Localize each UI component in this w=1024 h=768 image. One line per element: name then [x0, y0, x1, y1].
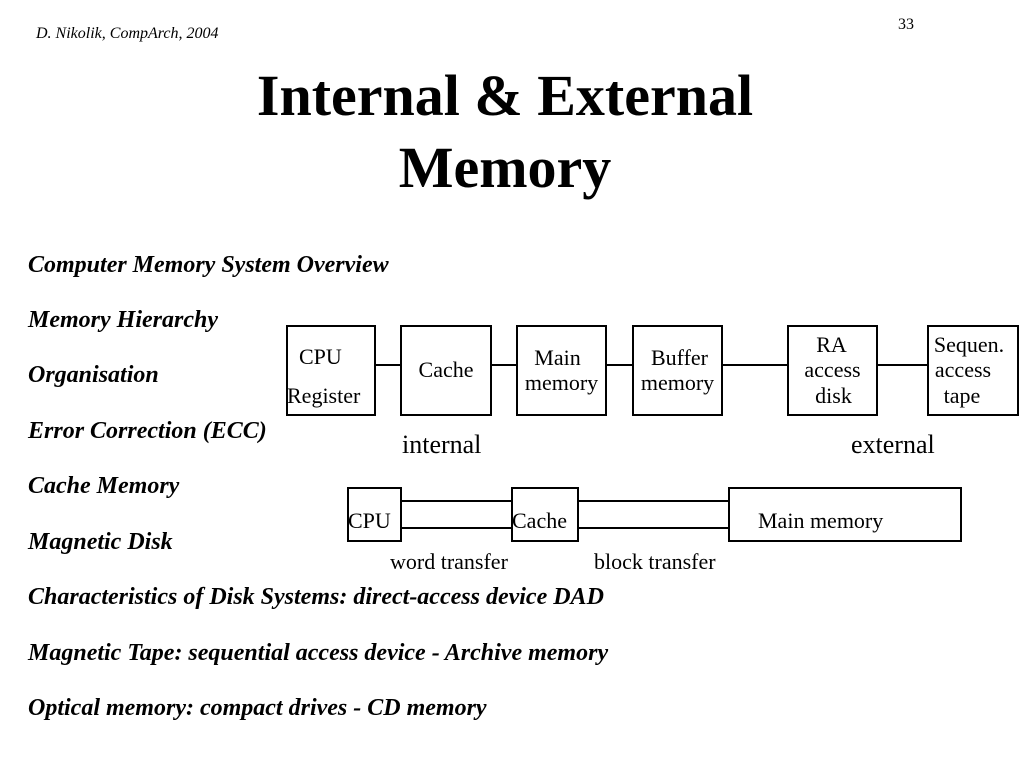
- main-label: Main: [534, 345, 581, 370]
- cache-box: [400, 325, 492, 416]
- author-credit: D. Nikolik, CompArch, 2004: [36, 25, 219, 42]
- sequen-label: Sequen.: [933, 332, 1005, 357]
- main-memory-box: [516, 325, 607, 416]
- main-memory-label: memory: [524, 370, 599, 395]
- word-transfer-line-top: [400, 500, 513, 502]
- block-transfer-line-top: [577, 500, 730, 502]
- buffer-memory-label: memory: [640, 370, 715, 395]
- register-label: Register: [287, 383, 361, 408]
- cpu-label: CPU: [299, 344, 342, 369]
- disk-label: disk: [815, 383, 852, 408]
- connector-line: [721, 364, 789, 366]
- slide-title: Internal & External Memory: [0, 60, 1010, 204]
- title-line-1: Internal & External: [256, 63, 754, 128]
- transfer-main-memory-box: [728, 487, 962, 542]
- buffer-label: Buffer: [650, 345, 709, 370]
- block-transfer-label: block transfer: [594, 549, 716, 574]
- block-transfer-line-bottom: [577, 527, 730, 529]
- topic-item: Memory Hierarchy: [28, 307, 218, 333]
- topic-item: Magnetic Tape: sequential access device …: [28, 640, 609, 666]
- connector-line: [490, 364, 518, 366]
- topic-item: Characteristics of Disk Systems: direct-…: [28, 584, 604, 610]
- page-number: 33: [898, 16, 914, 33]
- transfer-cpu-label: CPU: [348, 508, 391, 533]
- connector-line: [374, 364, 402, 366]
- connector-line: [605, 364, 634, 366]
- topic-item: Cache Memory: [28, 473, 180, 499]
- ra-label: RA: [816, 332, 847, 357]
- internal-label: internal: [402, 430, 482, 459]
- access-label: access: [934, 357, 992, 382]
- sequential-access-tape-box: [927, 325, 1019, 416]
- access-label: access: [804, 357, 861, 382]
- random-access-disk-box: [787, 325, 878, 416]
- cpu-register-box: [286, 325, 376, 416]
- external-label: external: [851, 430, 935, 459]
- cache-label: Cache: [418, 357, 474, 382]
- word-transfer-label: word transfer: [390, 549, 508, 574]
- word-transfer-line-bottom: [400, 527, 513, 529]
- connector-line: [876, 364, 929, 366]
- buffer-memory-box: [632, 325, 723, 416]
- topic-item: Magnetic Disk: [28, 529, 173, 555]
- title-line-2: Memory: [398, 135, 612, 200]
- transfer-cpu-box: [347, 487, 402, 542]
- topic-item: Error Correction (ECC): [28, 418, 267, 444]
- transfer-cache-box: [511, 487, 579, 542]
- transfer-cache-label: Cache: [512, 508, 567, 533]
- topic-item: Computer Memory System Overview: [28, 252, 389, 278]
- topic-item: Organisation: [28, 362, 159, 388]
- topic-item: Optical memory: compact drives - CD memo…: [28, 695, 487, 721]
- tape-label: tape: [943, 383, 981, 408]
- transfer-main-memory-label: Main memory: [758, 508, 884, 533]
